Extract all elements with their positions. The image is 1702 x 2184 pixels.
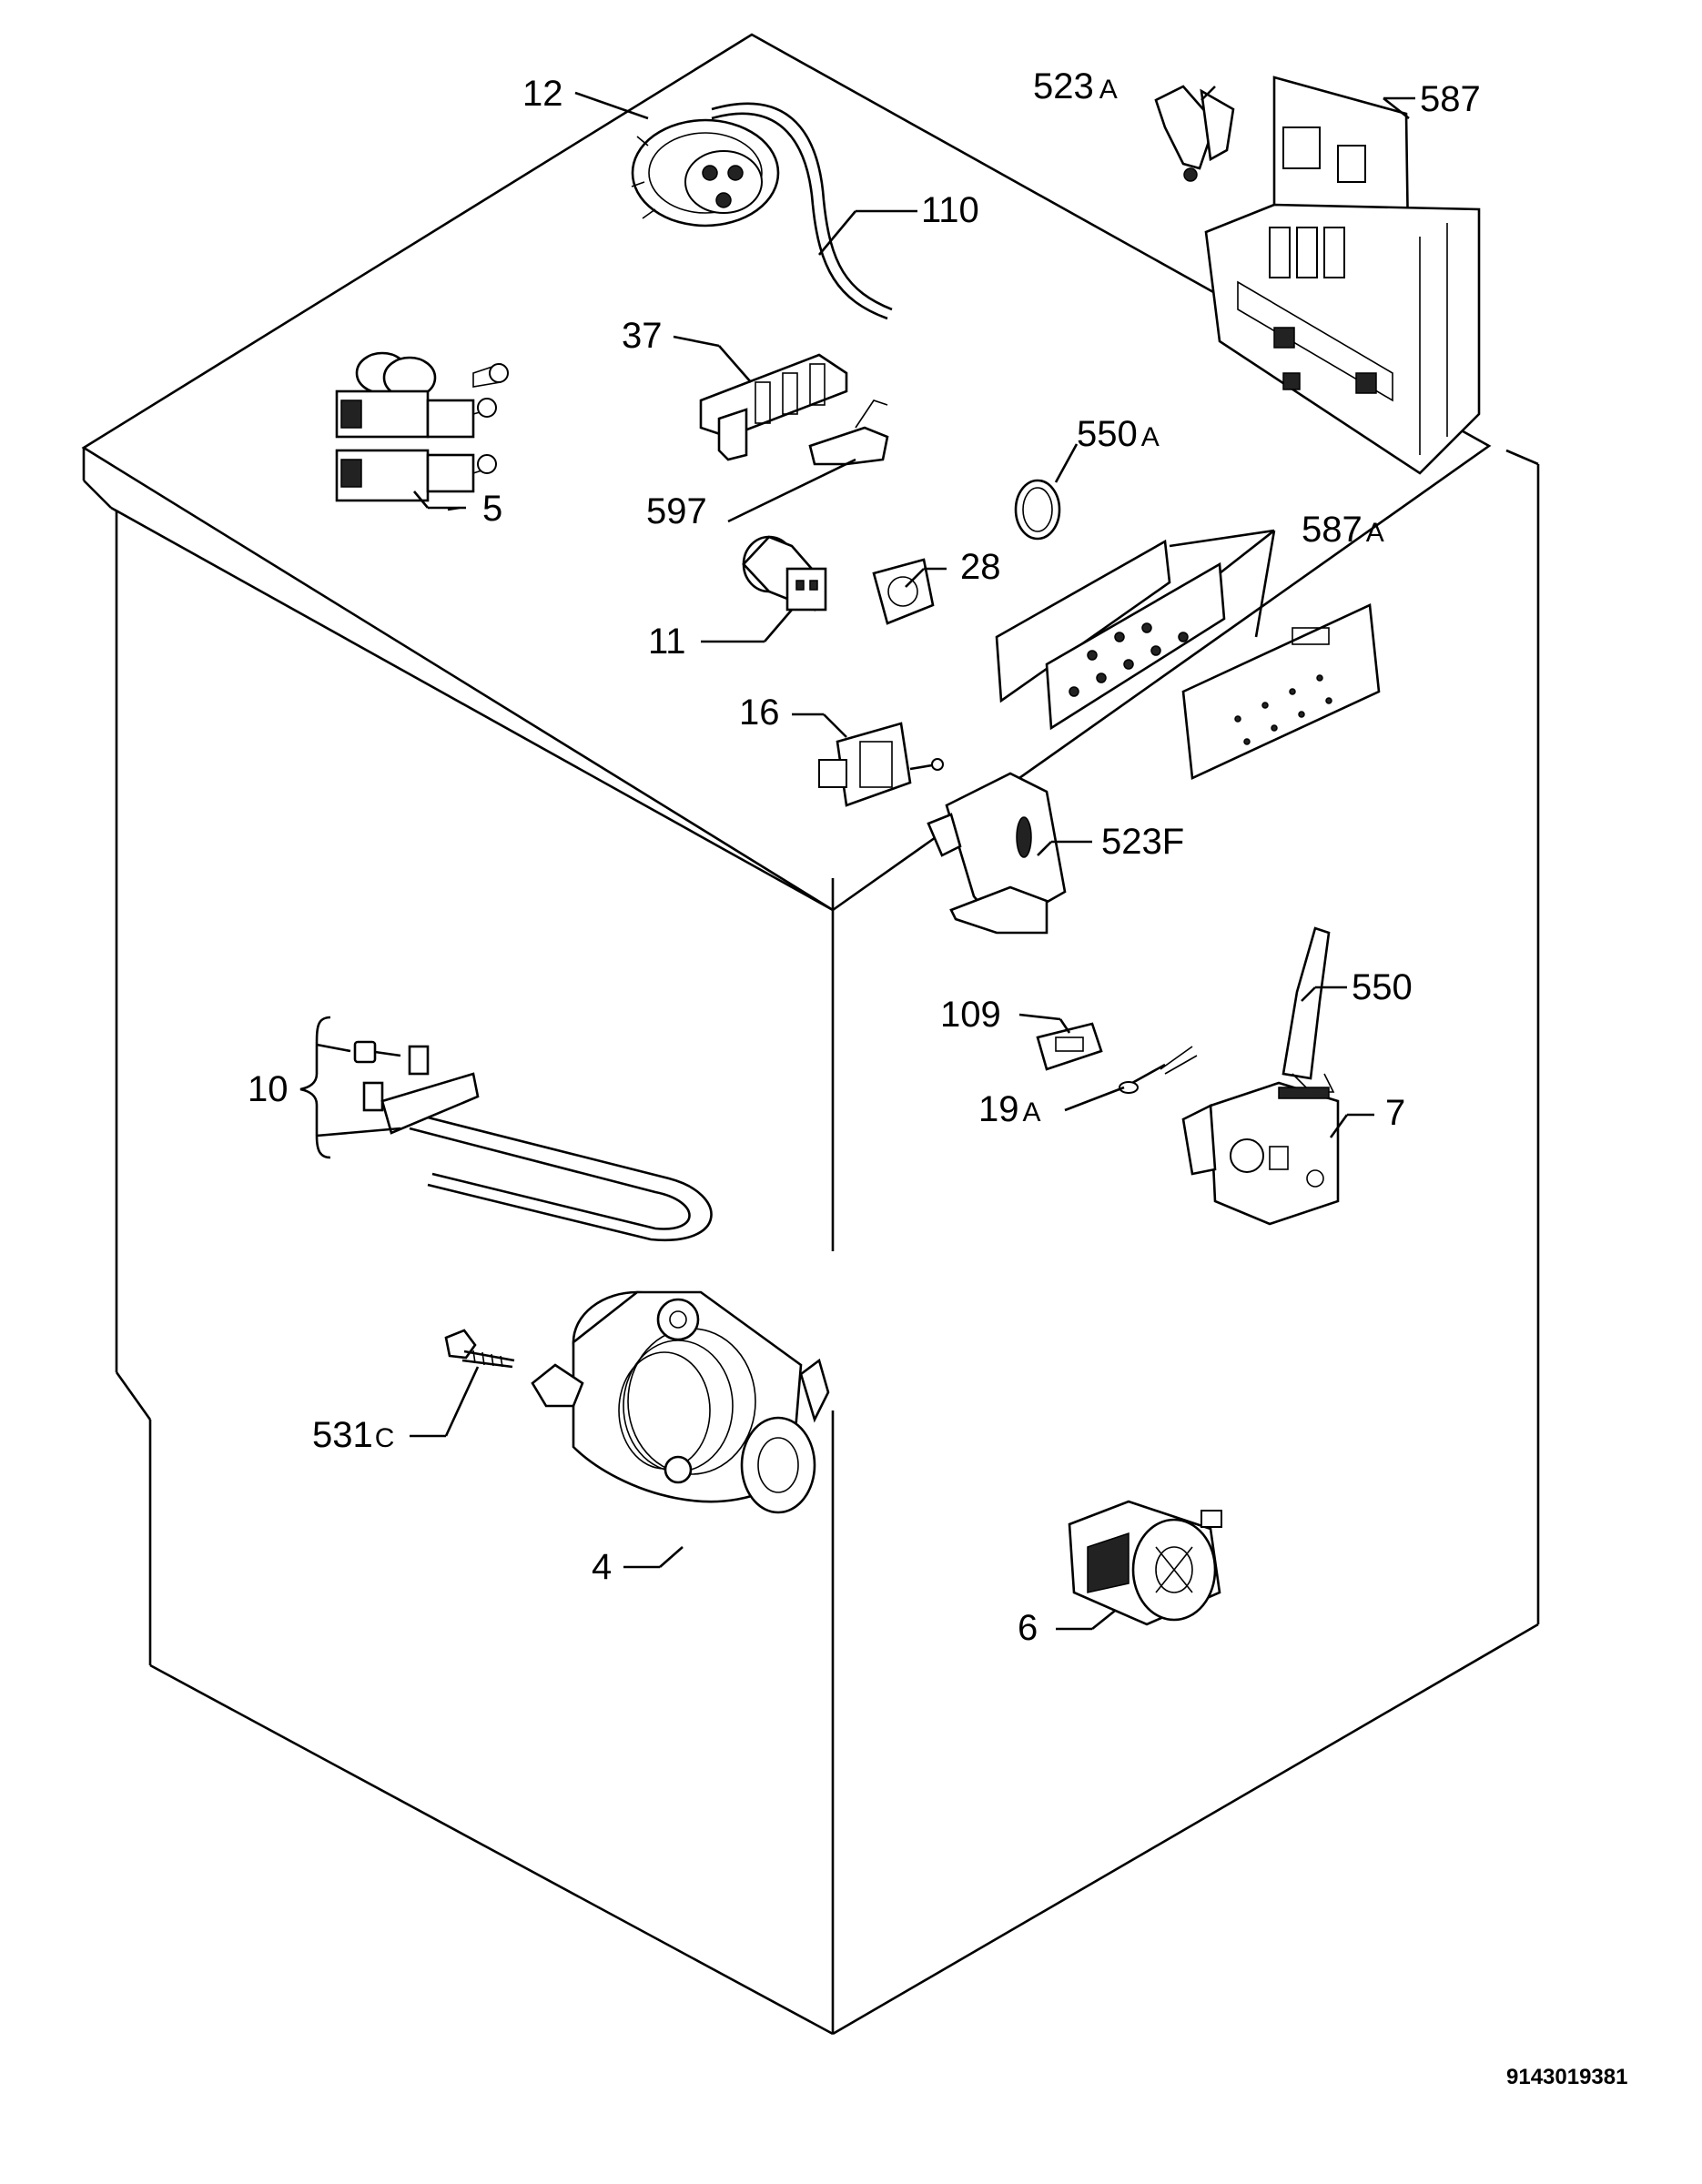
label-4: 4 — [592, 1547, 612, 1587]
leader-lines — [299, 86, 1415, 1631]
label-12: 12 — [522, 74, 563, 114]
part-523a-clip — [1154, 85, 1235, 182]
label-550: 550 — [1352, 967, 1413, 1007]
label-587: 587 — [1420, 79, 1481, 119]
part-5-water-valve — [335, 351, 509, 502]
document-number: 9143019381 — [1506, 2065, 1627, 2089]
part-523f-lock-housing — [927, 772, 1067, 935]
part-597-clip — [808, 399, 889, 466]
label-7: 7 — [1385, 1093, 1405, 1133]
label-10: 10 — [248, 1069, 289, 1109]
part-37-terminal-block — [699, 353, 848, 461]
label-110: 110 — [921, 190, 979, 230]
part-109-cover — [1036, 1022, 1103, 1071]
part-10-heating-element — [353, 1040, 713, 1242]
cabinet-outline — [81, 33, 1540, 2036]
part-7-door-interlock — [1181, 1081, 1340, 1226]
label-523f: 523F — [1101, 822, 1184, 862]
label-5: 5 — [482, 489, 502, 529]
label-28: 28 — [960, 547, 1001, 587]
label-109: 109 — [940, 995, 1001, 1035]
part-110-hose — [711, 102, 893, 320]
part-550a-seal — [1014, 479, 1061, 541]
part-19a-wire — [1119, 1046, 1198, 1094]
label-16: 16 — [739, 693, 780, 733]
part-6-component — [1068, 1500, 1222, 1626]
part-587a-pcb-boards — [995, 539, 1381, 780]
part-16-selector-switch — [818, 722, 944, 807]
label-11: 11 — [648, 622, 686, 662]
label-6: 6 — [1018, 1608, 1038, 1648]
part-11-capacitor — [742, 535, 827, 612]
part-4-drain-pump — [531, 1290, 830, 1514]
label-531c: 531C — [312, 1415, 394, 1455]
label-37: 37 — [622, 316, 663, 356]
part-531c-bolt — [444, 1329, 515, 1369]
part-587-control-module — [1204, 76, 1481, 475]
part-12-pressure-switch — [631, 118, 780, 228]
label-597: 597 — [646, 491, 707, 531]
part-550-handle — [1282, 926, 1335, 1093]
